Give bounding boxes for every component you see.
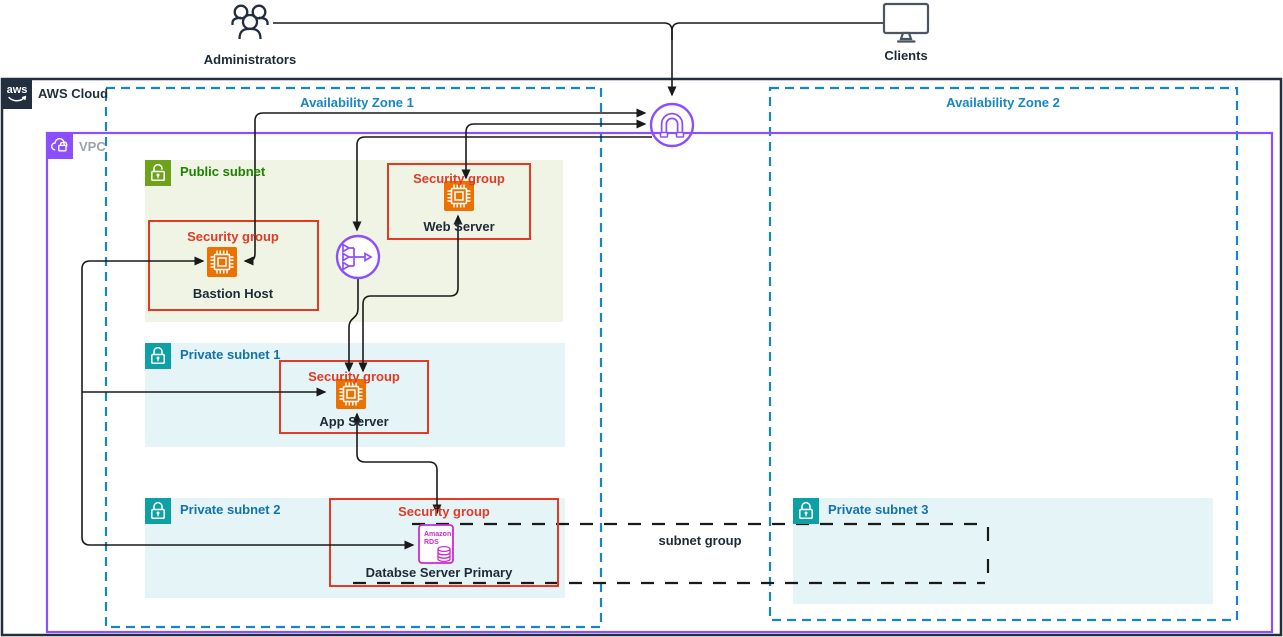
availability-zone-1-label: Availability Zone 1 — [300, 95, 414, 110]
load-balancer-icon — [335, 234, 381, 280]
svg-text:Amazon: Amazon — [424, 531, 451, 538]
private-subnet-2-label: Private subnet 2 — [180, 502, 281, 517]
rds-icon: Amazon RDS — [418, 524, 454, 564]
security-group-label-db: Security group — [398, 504, 490, 519]
private-subnet-3-region — [793, 498, 1213, 604]
subnet-group-label: subnet group — [658, 533, 742, 548]
clients-icon — [882, 2, 930, 43]
private-subnet-3-icon — [793, 498, 819, 524]
app-server-label: App Server — [319, 414, 389, 429]
vpc-label: VPC — [79, 139, 106, 154]
ec2-icon-bastion — [206, 246, 238, 278]
internet-gateway-icon — [649, 102, 695, 148]
private-subnet-1-icon — [145, 343, 171, 369]
availability-zone-2-label: Availability Zone 2 — [946, 95, 1060, 110]
svg-text:RDS: RDS — [424, 539, 439, 546]
security-group-label-bastion: Security group — [187, 229, 279, 244]
aws-cloud-box — [0, 77, 1283, 637]
connector-igw-elb — [352, 136, 652, 232]
connector-trunk-bastion-db — [81, 256, 415, 550]
web-server-label: Web Server — [423, 219, 495, 234]
connector-clients-to-igw — [671, 22, 884, 40]
private-subnet-1-label: Private subnet 1 — [180, 347, 281, 362]
vpc-box — [45, 131, 1274, 634]
connector-igw-web — [461, 119, 647, 180]
aws-cloud-label: AWS Cloud — [38, 86, 109, 101]
bastion-host-label: Bastion Host — [192, 286, 274, 301]
svg-text:aws: aws — [7, 84, 28, 96]
private-subnet-2-icon — [145, 498, 171, 524]
security-group-label-app: Security group — [308, 369, 400, 384]
availability-zone-1-box — [104, 86, 603, 629]
private-subnet-3-label: Private subnet 3 — [828, 502, 929, 517]
database-server-primary-label: Databse Server Primary — [365, 565, 513, 580]
security-group-label-web: Security group — [413, 171, 505, 186]
public-subnet-label: Public subnet — [180, 164, 266, 179]
public-subnet-icon — [145, 160, 171, 186]
vpc-icon — [47, 133, 73, 159]
aws-logo: aws — [2, 79, 32, 109]
administrators-label: Administrators — [203, 52, 297, 67]
administrators-icon — [231, 4, 269, 40]
availability-zone-2-box — [768, 86, 1239, 622]
connectors — [81, 22, 884, 550]
connector-administrators-to-igw — [273, 22, 677, 97]
clients-label: Clients — [884, 48, 928, 63]
subnet-group-dashed-box — [353, 522, 990, 585]
